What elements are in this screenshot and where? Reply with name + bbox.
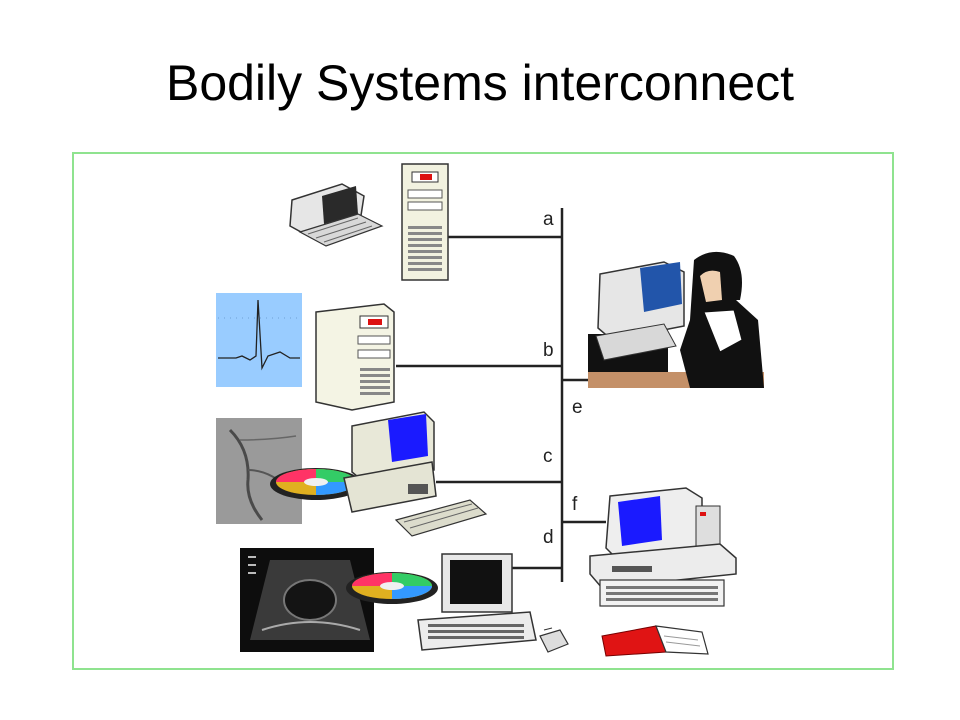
pc-icon <box>417 553 537 651</box>
binder-icon <box>601 625 709 657</box>
label-e: e <box>572 397 583 418</box>
label-d: d <box>543 527 554 548</box>
label-c: c <box>543 446 553 467</box>
pc-icon <box>589 487 737 607</box>
workstation-icon <box>343 411 488 537</box>
slide-title: Bodily Systems interconnect <box>165 55 795 111</box>
operator-workstation-icon <box>588 251 764 388</box>
tower-server-icon <box>315 303 395 411</box>
label-b: b <box>543 340 554 361</box>
angiogram-icon <box>216 418 302 524</box>
tower-server-icon <box>401 163 449 281</box>
optical-disc-icon <box>270 468 362 500</box>
terminal-icon <box>289 183 384 247</box>
label-f: f <box>572 494 578 515</box>
printer-icon <box>539 627 569 653</box>
network-bus <box>396 208 606 582</box>
optical-disc-icon <box>346 572 438 604</box>
ecg-trace-icon <box>216 293 302 387</box>
label-a: a <box>543 209 554 230</box>
ultrasound-icon <box>240 548 374 652</box>
